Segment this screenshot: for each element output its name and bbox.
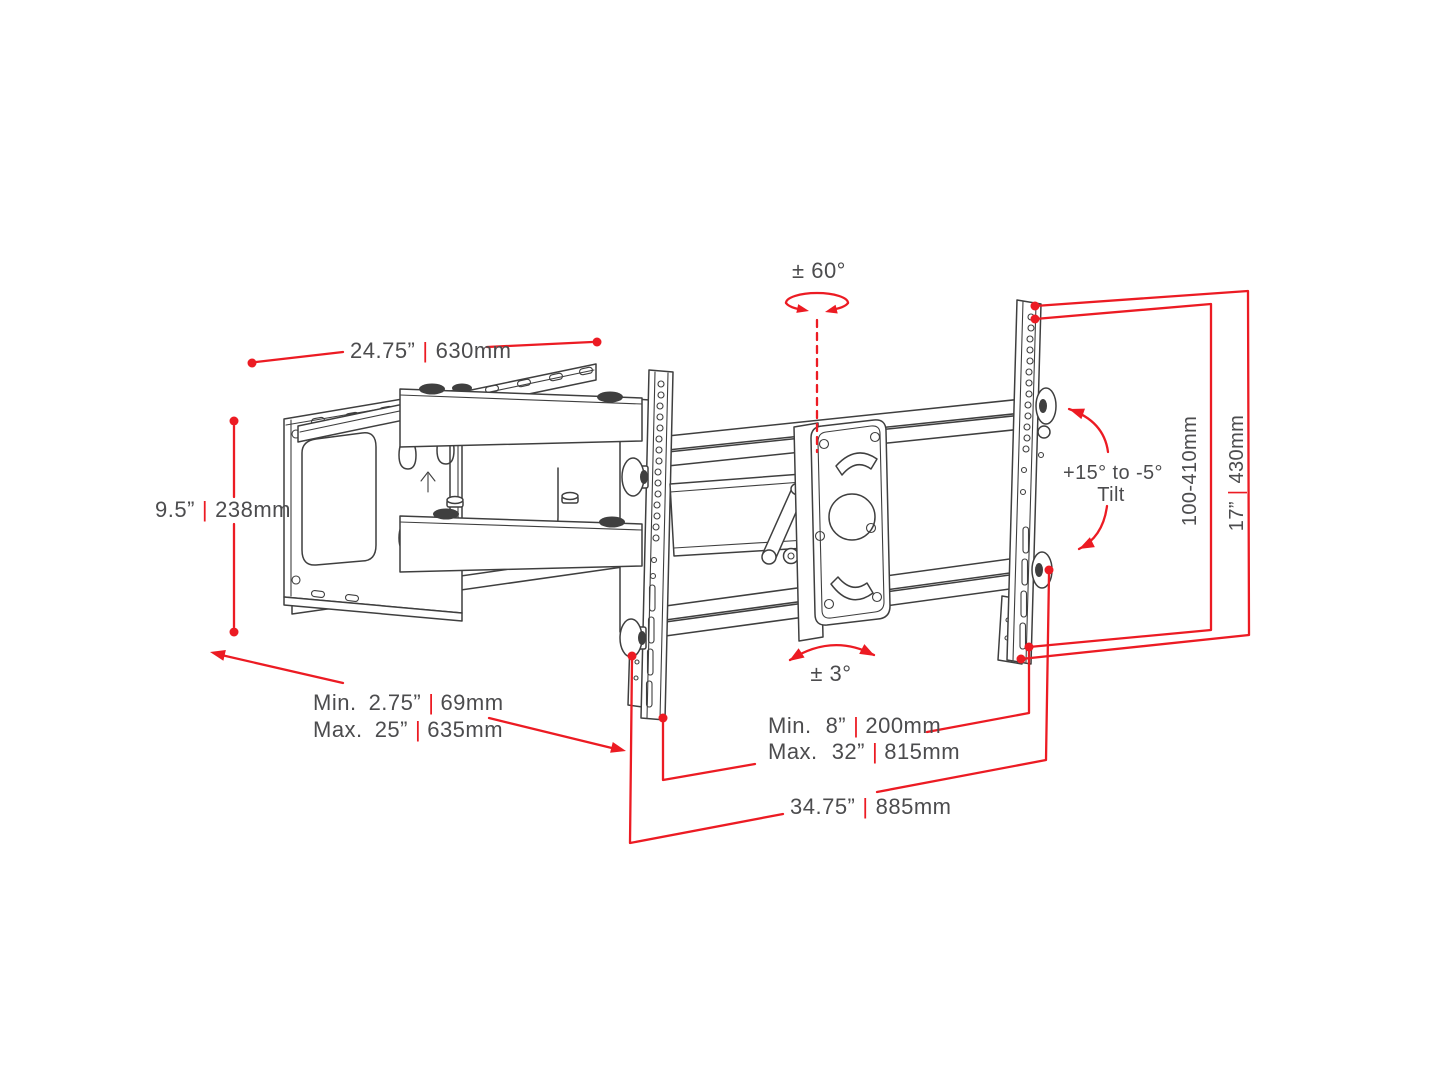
vesa-plate [810,419,891,626]
vesa-holes [814,431,883,610]
total-width-dimension [627,565,1054,845]
plate-height-dimension [229,416,239,637]
plate-cutout [301,432,377,566]
swivel-angle-label: ± 60° [792,258,846,283]
plate-flange [283,596,463,622]
left-rail-holes [645,380,665,708]
left-rail [619,369,674,721]
swivel-annotation [784,291,850,454]
tilt-word-label: Tilt [1097,484,1125,506]
bracket-height-label: 17”|430mm [1226,415,1248,531]
pivot-cap [599,516,625,528]
tilt-arrowhead [1069,408,1085,420]
spacing-max-label: Max.32”|815mm [768,739,960,764]
arm-assembly [398,383,651,638]
tilt-range-label: +15° to -5° [1063,462,1163,484]
spacing-min-label: Min.8”|200mm [768,713,941,738]
vesa-height-label: 100-410mm [1179,416,1201,526]
mounting-bolt [452,383,472,393]
bottom-curved-slot [830,576,874,601]
level-angle-label: ± 3° [810,661,851,686]
right-rail-holes [1019,313,1035,650]
extension-max-label: Max.25”|635mm [313,717,503,742]
right-rail [997,299,1057,665]
vesa-height-dimension [1024,302,1213,652]
up-arrow-icon [420,471,436,493]
extension-arrowhead [610,742,626,753]
level-arrowhead [859,644,875,656]
plate-height-label: 9.5”|238mm [155,497,291,522]
extension-min-label: Min.2.75”|69mm [313,690,504,715]
plate-width-dimension [247,337,602,368]
hex-bolts [446,491,579,508]
right-rail-lower-clamp [1031,551,1053,589]
pivot-cap [419,383,445,395]
extension-dimension [210,650,626,753]
bracket-height-dimension [1016,289,1251,664]
level-annotation [788,644,876,662]
pivot-cap [433,508,459,520]
center-hole [828,493,876,541]
swivel-arrowhead [796,304,809,313]
left-rail-lower-clamp [619,618,647,658]
top-curved-slot [835,452,878,476]
plate-width-label: 24.75”|630mm [350,338,511,363]
extension-arm [669,473,808,565]
left-rail-upper-clamp [621,457,649,497]
swivel-arrowhead [825,304,838,314]
lower-arm [399,508,643,573]
level-arrowhead [789,648,805,661]
rail-spacing-dimension [658,649,1031,782]
pivot-cap [597,391,623,403]
extension-arrowhead [210,650,226,661]
tilt-annotation [1067,407,1110,551]
tilt-arrowhead [1079,537,1095,549]
right-rail-upper-clamp [1035,387,1057,459]
upper-arm [399,383,643,448]
total-width-label: 34.75”|885mm [790,794,951,819]
